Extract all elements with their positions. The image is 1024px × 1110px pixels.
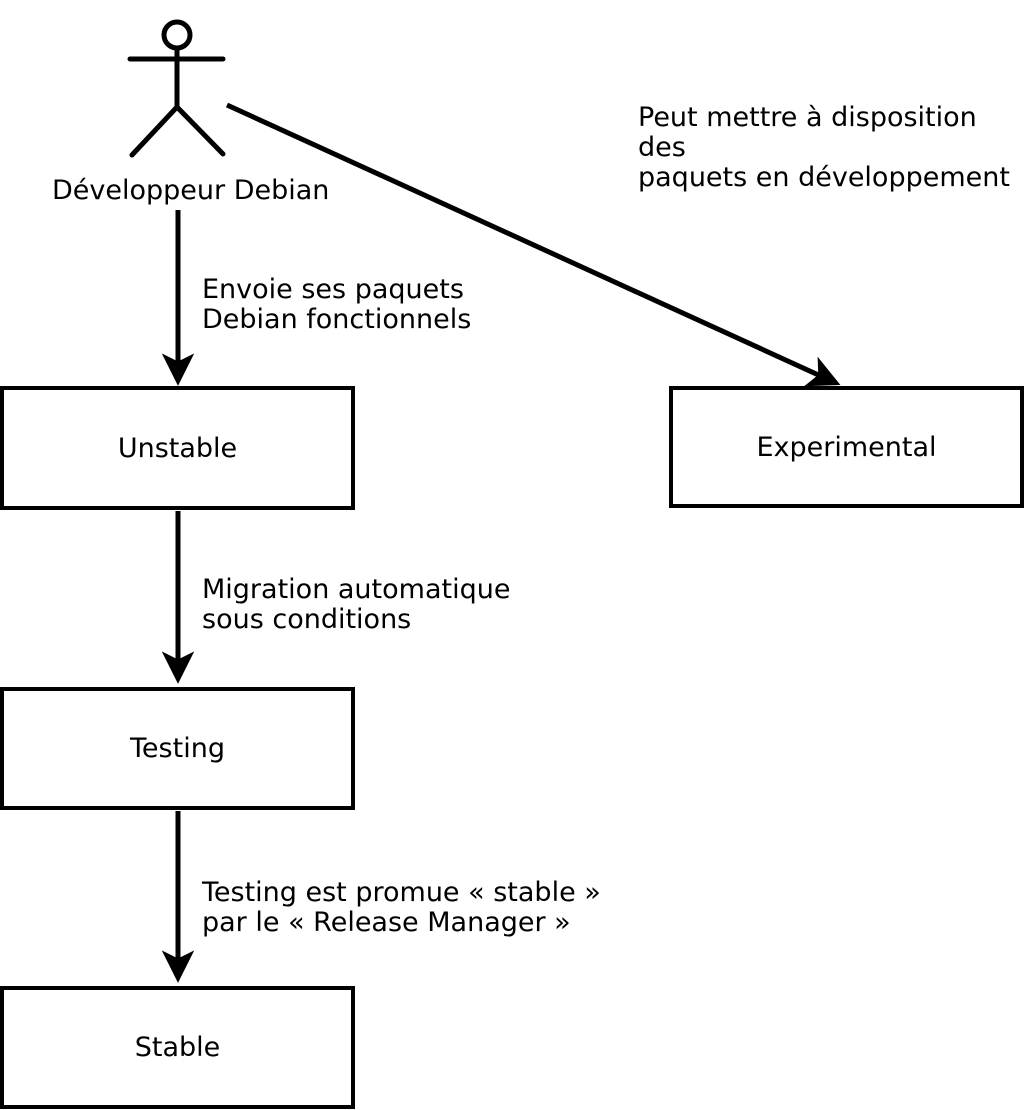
box-stable: Stable (0, 986, 355, 1109)
annotation-upload: Envoie ses paquets Debian fonctionnels (202, 274, 472, 335)
box-unstable-label: Unstable (117, 432, 238, 464)
annotation-migration: Migration automatique sous conditions (202, 574, 511, 635)
annotation-experimental-note: Peut mettre à disposition des paquets en… (638, 102, 1010, 193)
box-unstable: Unstable (0, 386, 355, 510)
arrow-developer-to-experimental (225, 102, 841, 387)
box-testing: Testing (0, 687, 355, 810)
box-experimental: Experimental (669, 386, 1024, 508)
box-testing-label: Testing (130, 733, 225, 764)
actor-label: Développeur Debian (52, 175, 330, 206)
annotation-promotion: Testing est promue « stable » par le « R… (202, 877, 601, 938)
box-experimental-label: Experimental (756, 431, 937, 463)
developer-actor-icon (127, 19, 226, 158)
box-stable-label: Stable (134, 1032, 221, 1063)
